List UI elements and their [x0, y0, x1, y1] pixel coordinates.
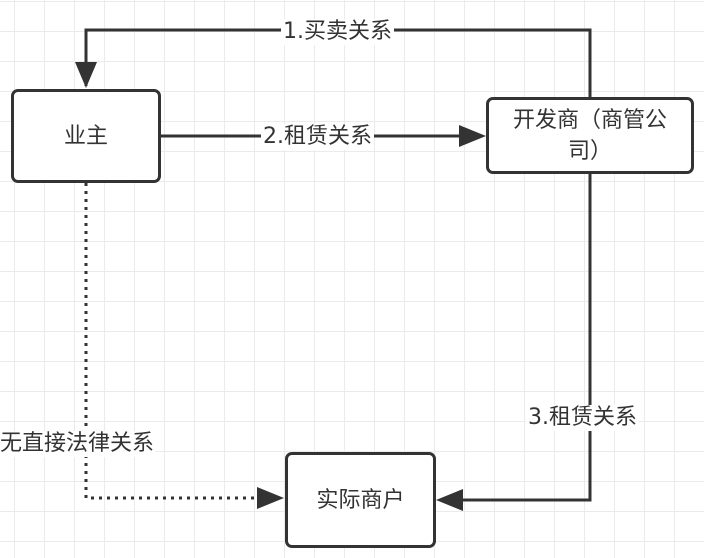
node-merchant-label: 实际商户 [316, 487, 405, 513]
node-merchant[interactable]: 实际商户 [285, 452, 436, 548]
edge-label-sale: 1.买卖关系 [281, 19, 394, 45]
edge-no-legal-relation [84, 183, 258, 500]
edge-label-lease-developer-merchant: 3.租赁关系 [526, 405, 639, 431]
edge-label-no-legal-relation: 无直接法律关系 [0, 431, 157, 457]
edge-lease-developer-merchant [460, 173, 592, 502]
node-developer[interactable]: 开发商（商管公司） [486, 97, 694, 174]
node-owner[interactable]: 业主 [11, 89, 161, 183]
edge-label-lease-owner-developer: 2.租赁关系 [261, 124, 374, 150]
node-owner-label: 业主 [63, 123, 108, 149]
edge-no-legal-relation-arrowhead [257, 487, 284, 509]
edge-lease-developer-merchant-arrowhead [436, 489, 463, 511]
edge-lease-owner-developer-arrowhead [459, 125, 486, 147]
node-developer-label: 开发商（商管公司） [512, 107, 667, 164]
edge-sale-arrowhead [75, 62, 97, 88]
